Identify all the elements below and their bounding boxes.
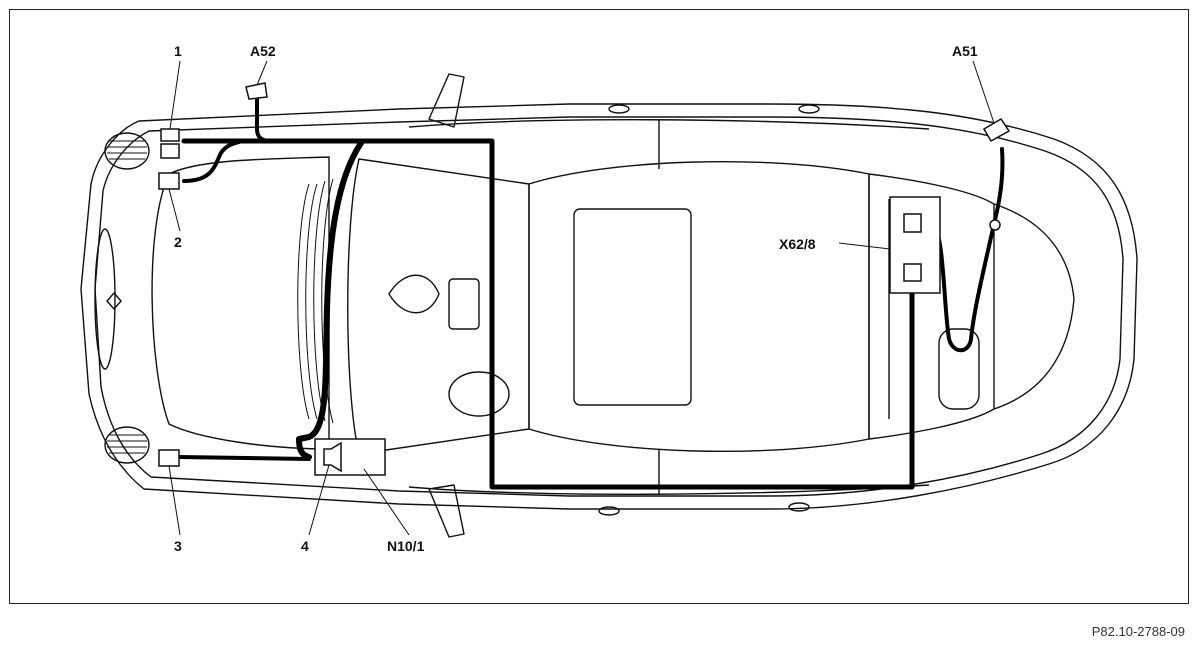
car-body-inner-outline — [94, 116, 1124, 497]
cowl-vents — [297, 178, 334, 424]
headlamp-left — [104, 132, 150, 170]
harness-front-cross — [296, 140, 364, 460]
headlamp-right — [104, 426, 150, 464]
leader-2 — [168, 188, 181, 232]
harness-trunk — [932, 147, 1005, 353]
headlamp-hatching — [107, 140, 147, 454]
label-n10-1: N10/1 — [387, 538, 425, 554]
leader-1 — [169, 60, 181, 130]
car-body-outline — [80, 103, 1138, 510]
harness-to-speaker-2 — [182, 140, 241, 183]
front-grille — [94, 228, 116, 370]
roof-outline — [528, 160, 870, 453]
sunroof — [573, 208, 692, 406]
label-a51: A51 — [952, 43, 978, 59]
leader-a51 — [972, 60, 995, 124]
windshield — [347, 158, 530, 455]
speaker-1-cone-icon — [160, 143, 180, 159]
trunk-outline — [993, 203, 1075, 410]
label-1: 1 — [174, 43, 182, 59]
wiring-diagram: 1 2 3 4 A52 A51 X62/8 N10/1 — [80, 43, 1138, 554]
leader-a52 — [256, 60, 268, 86]
brand-star — [106, 292, 122, 310]
leader-3 — [168, 465, 181, 536]
figure-code: P82.10-2788-09 — [1091, 624, 1185, 639]
harness-to-speaker-3 — [177, 455, 311, 461]
door-handle-rear-top — [798, 104, 820, 114]
leader-n10-1 — [363, 468, 410, 536]
speaker-4-icon — [323, 441, 342, 473]
connector-x62-8-plug-upper-icon — [903, 213, 922, 233]
antenna-a52-icon — [245, 82, 268, 100]
label-2: 2 — [174, 234, 182, 250]
speaker-1-icon — [160, 128, 180, 142]
label-a52: A52 — [250, 43, 276, 59]
door-handle-rear-bottom — [788, 502, 810, 512]
connector-x62-8-plug-lower-icon — [903, 263, 922, 282]
door-line-top — [408, 119, 930, 130]
leader-4 — [308, 464, 330, 536]
seat-front — [448, 371, 510, 417]
door-handle-front-top — [608, 104, 630, 114]
trunk-recess — [938, 328, 980, 410]
door-handle-front-bottom — [598, 506, 620, 516]
label-4: 4 — [301, 538, 309, 554]
harness-main-loop — [181, 138, 915, 490]
harness-to-a52 — [255, 97, 273, 143]
mirror-top — [428, 73, 465, 128]
center-console — [448, 278, 480, 330]
antenna-a51-icon — [982, 117, 1011, 143]
hood-outline — [151, 156, 330, 450]
speaker-3-icon — [158, 449, 180, 467]
mirror-bottom — [428, 484, 465, 538]
steering-wheel — [388, 274, 440, 314]
leader-x62-8 — [838, 242, 891, 250]
antenna-a51-mount-icon — [989, 219, 1001, 231]
label-x62-8: X62/8 — [779, 236, 816, 252]
label-3: 3 — [174, 538, 182, 554]
diagram-frame — [9, 9, 1189, 604]
speaker-2-icon — [158, 172, 180, 190]
